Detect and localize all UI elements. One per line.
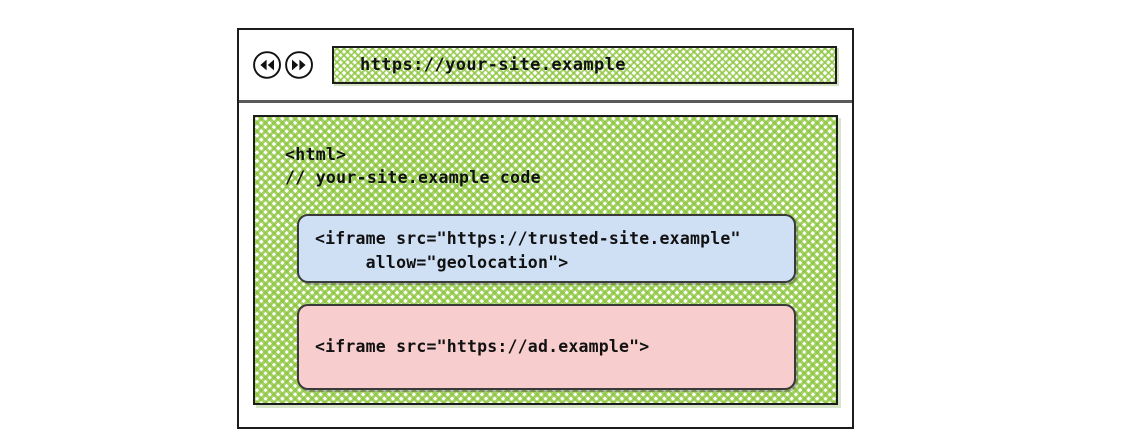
- url-text: https://your-site.example: [360, 55, 626, 75]
- ad-iframe[interactable]: <iframe src="https://ad.example">: [297, 303, 796, 390]
- url-address-bar[interactable]: https://your-site.example: [332, 46, 837, 84]
- browser-toolbar: https://your-site.example: [239, 30, 852, 100]
- trusted-site-iframe-code: <iframe src="https://trusted-site.exampl…: [315, 228, 741, 272]
- page-content-area: <html> // your-site.example code <iframe…: [253, 115, 838, 405]
- browser-window: https://your-site.example <html> // your…: [237, 28, 854, 429]
- code-line-comment: // your-site.example code: [285, 168, 541, 188]
- ad-iframe-code: <iframe src="https://ad.example">: [315, 336, 650, 356]
- trusted-site-iframe[interactable]: <iframe src="https://trusted-site.exampl…: [297, 213, 796, 283]
- rewind-back-icon[interactable]: [252, 50, 282, 80]
- code-line-html-tag: <html>: [285, 145, 347, 164]
- toolbar-divider: [239, 100, 852, 103]
- fast-forward-icon[interactable]: [284, 50, 314, 80]
